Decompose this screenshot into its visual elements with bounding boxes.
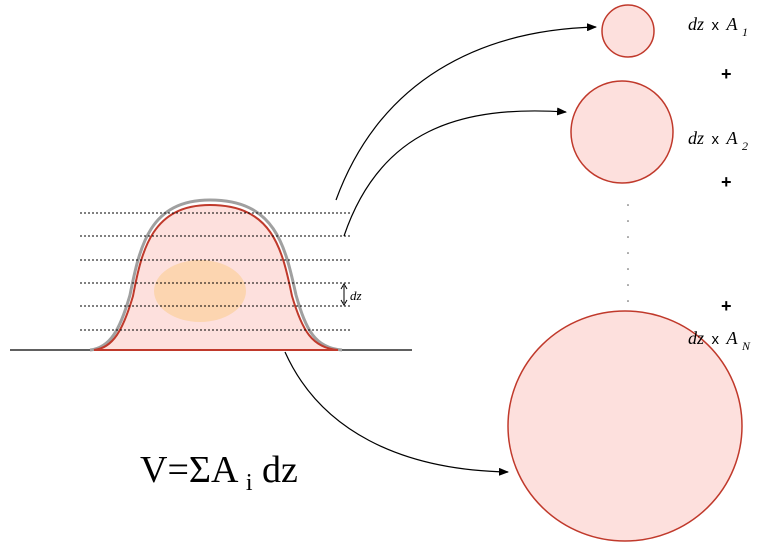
volume-formula: V=ΣA i dz <box>140 449 298 499</box>
slice-area-2 <box>571 81 673 183</box>
arrow-to-slice-1 <box>336 27 596 200</box>
nucleus-blob <box>154 260 246 322</box>
slice-label-1: dz x A 1 <box>688 14 748 39</box>
slice-label-2: dz x A 2 <box>688 128 748 153</box>
plus-sign: + <box>721 64 732 84</box>
dz-label: dz <box>350 288 362 303</box>
dz-marker: dz <box>341 284 362 305</box>
plus-sign: + <box>721 172 732 192</box>
ellipsis-dots <box>627 204 629 302</box>
slice-area-1 <box>602 5 654 57</box>
arrow-to-slice-n <box>285 352 508 472</box>
arrow-to-slice-2 <box>344 111 566 236</box>
plus-sign: + <box>721 296 732 316</box>
